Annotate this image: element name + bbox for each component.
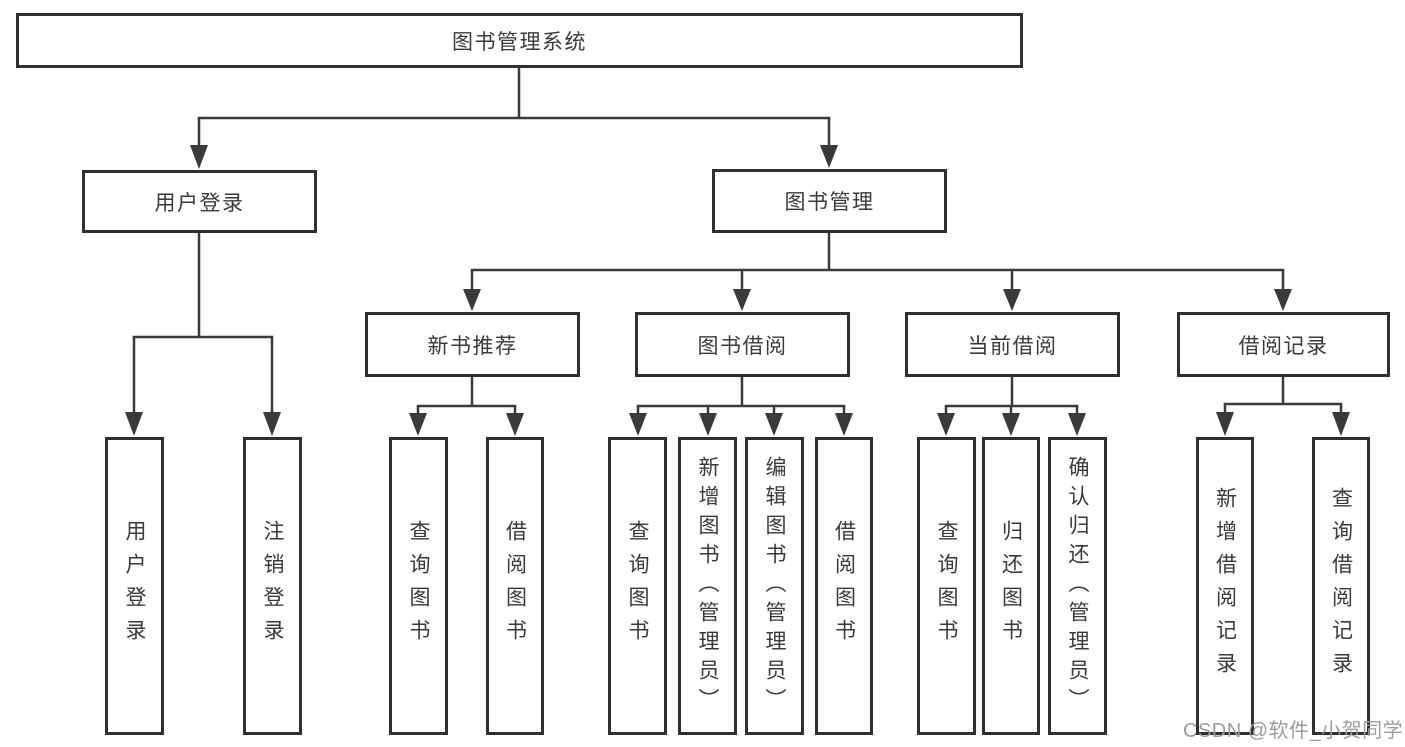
node-book-borrow: 图书借阅 (635, 312, 850, 377)
leaf-current-query-book: 查询图书 (917, 437, 976, 735)
node-label: 新增图书（管理员） (696, 455, 719, 717)
node-user-login: 用户登录 (82, 170, 317, 233)
leaf-logout-login: 注销登录 (243, 437, 302, 735)
node-label: 图书管理 (784, 191, 875, 214)
arrowhead-icon (190, 145, 208, 169)
leaf-borrow-query-book: 查询图书 (608, 437, 667, 735)
connector-userlogin-to-leaves (125, 233, 281, 436)
node-label: 用户登录 (123, 520, 146, 652)
arrowhead-icon (765, 413, 783, 436)
connector-bookborrow-to-leaves (629, 377, 853, 436)
node-label: 确认归还（管理员） (1066, 455, 1089, 717)
leaf-newbook-query-book: 查询图书 (389, 437, 448, 735)
node-label: 借阅图书 (503, 520, 527, 652)
leaf-record-query-record: 查询借阅记录 (1312, 437, 1370, 735)
node-label: 当前借阅 (967, 334, 1058, 358)
node-label: 查询图书 (626, 520, 649, 652)
connector-root-to-level2 (190, 68, 838, 169)
arrowhead-icon (263, 412, 281, 436)
node-label: 用户登录 (154, 191, 245, 215)
node-label: 查询图书 (407, 520, 430, 652)
node-label: 图书借阅 (697, 334, 788, 358)
arrowhead-icon (1274, 289, 1292, 311)
connector-currentborrow-to-leaves (937, 377, 1086, 436)
arrowhead-icon (1002, 413, 1020, 436)
node-label: 图书管理系统 (452, 30, 587, 54)
arrowhead-icon (1332, 412, 1350, 436)
arrowhead-icon (820, 145, 838, 168)
arrowhead-icon (1003, 289, 1021, 311)
leaf-newbook-borrow-book: 借阅图书 (486, 437, 544, 735)
arrowhead-icon (699, 413, 717, 436)
connector-borrowrecord-to-leaves (1216, 377, 1350, 436)
arrowhead-icon (506, 413, 524, 436)
node-label: 查询图书 (935, 520, 958, 652)
leaf-borrow-edit-book-admin: 编辑图书（管理员） (745, 437, 804, 735)
node-label: 借阅图书 (832, 520, 856, 652)
leaf-borrow-borrow-book: 借阅图书 (815, 437, 873, 735)
connector-bookmgmt-to-level3 (463, 233, 1292, 311)
arrowhead-icon (629, 413, 647, 436)
leaf-record-add-record: 新增借阅记录 (1196, 437, 1254, 735)
node-label: 注销登录 (261, 520, 284, 652)
leaf-borrow-add-book-admin: 新增图书（管理员） (678, 437, 737, 735)
node-new-book-recommend: 新书推荐 (365, 312, 580, 377)
arrowhead-icon (835, 413, 853, 436)
node-label: 借阅记录 (1238, 334, 1329, 358)
node-label: 查询借阅记录 (1329, 487, 1353, 685)
arrowhead-icon (409, 413, 427, 436)
node-borrow-record: 借阅记录 (1177, 312, 1390, 377)
node-root: 图书管理系统 (16, 13, 1023, 68)
arrowhead-icon (937, 413, 955, 436)
watermark: CSDN @软件_小贺同学 (1183, 720, 1404, 742)
node-label: 归还图书 (999, 520, 1023, 652)
arrowhead-icon (463, 289, 481, 311)
leaf-user-login: 用户登录 (105, 437, 164, 735)
node-label: 新书推荐 (427, 334, 518, 358)
node-label: 编辑图书（管理员） (763, 455, 786, 717)
leaf-current-return-book: 归还图书 (982, 437, 1040, 735)
arrowhead-icon (1068, 413, 1086, 436)
arrowhead-icon (125, 412, 143, 436)
leaf-current-confirm-return-admin: 确认归还（管理员） (1048, 437, 1107, 735)
node-book-management: 图书管理 (712, 169, 947, 233)
arrowhead-icon (1216, 412, 1234, 436)
node-current-borrow: 当前借阅 (905, 312, 1120, 377)
connector-newbook-to-leaves (409, 377, 524, 436)
arrowhead-icon (733, 289, 751, 311)
node-label: 新增借阅记录 (1213, 487, 1237, 685)
